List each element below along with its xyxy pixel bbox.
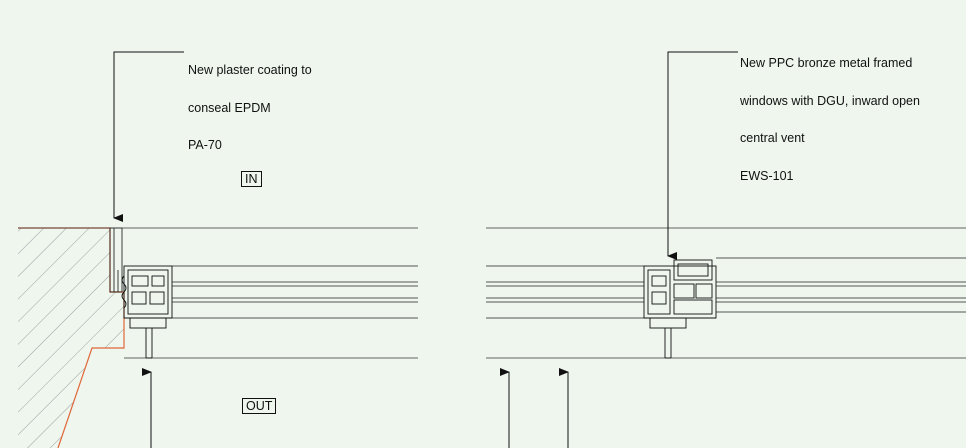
section-arrows [142, 368, 569, 448]
plaster-annotation-line1: New plaster coating to [188, 63, 312, 77]
window-annotation-line2: windows with DGU, inward open [740, 93, 920, 108]
leader-window [667, 51, 738, 260]
window-annotation-code: EWS-101 [740, 168, 794, 183]
inside-label: IN [241, 171, 262, 187]
masonry-wall [18, 227, 125, 448]
plaster-annotation: New plaster coating to conseal EPDM PA-7… [188, 39, 312, 177]
glazing-right-outer [486, 265, 644, 319]
outside-label: OUT [242, 398, 277, 414]
plaster-annotation-code: PA-70 [188, 138, 222, 152]
glazing-right-inner [716, 257, 966, 313]
window-annotation-line1: New PPC bronze metal framed [740, 56, 913, 70]
window-annotation: New PPC bronze metal framed windows with… [740, 32, 920, 207]
window-frame-left [121, 265, 173, 359]
reveal-lines-right [486, 227, 966, 359]
window-annotation-line3: central vent [740, 131, 805, 145]
glazing-left [172, 265, 418, 319]
plaster-annotation-line2: conseal EPDM [188, 100, 271, 115]
plaster-layer [109, 227, 123, 293]
window-frame-right [643, 259, 717, 359]
leader-plaster [113, 51, 184, 222]
reveal-lines-left [18, 227, 418, 359]
